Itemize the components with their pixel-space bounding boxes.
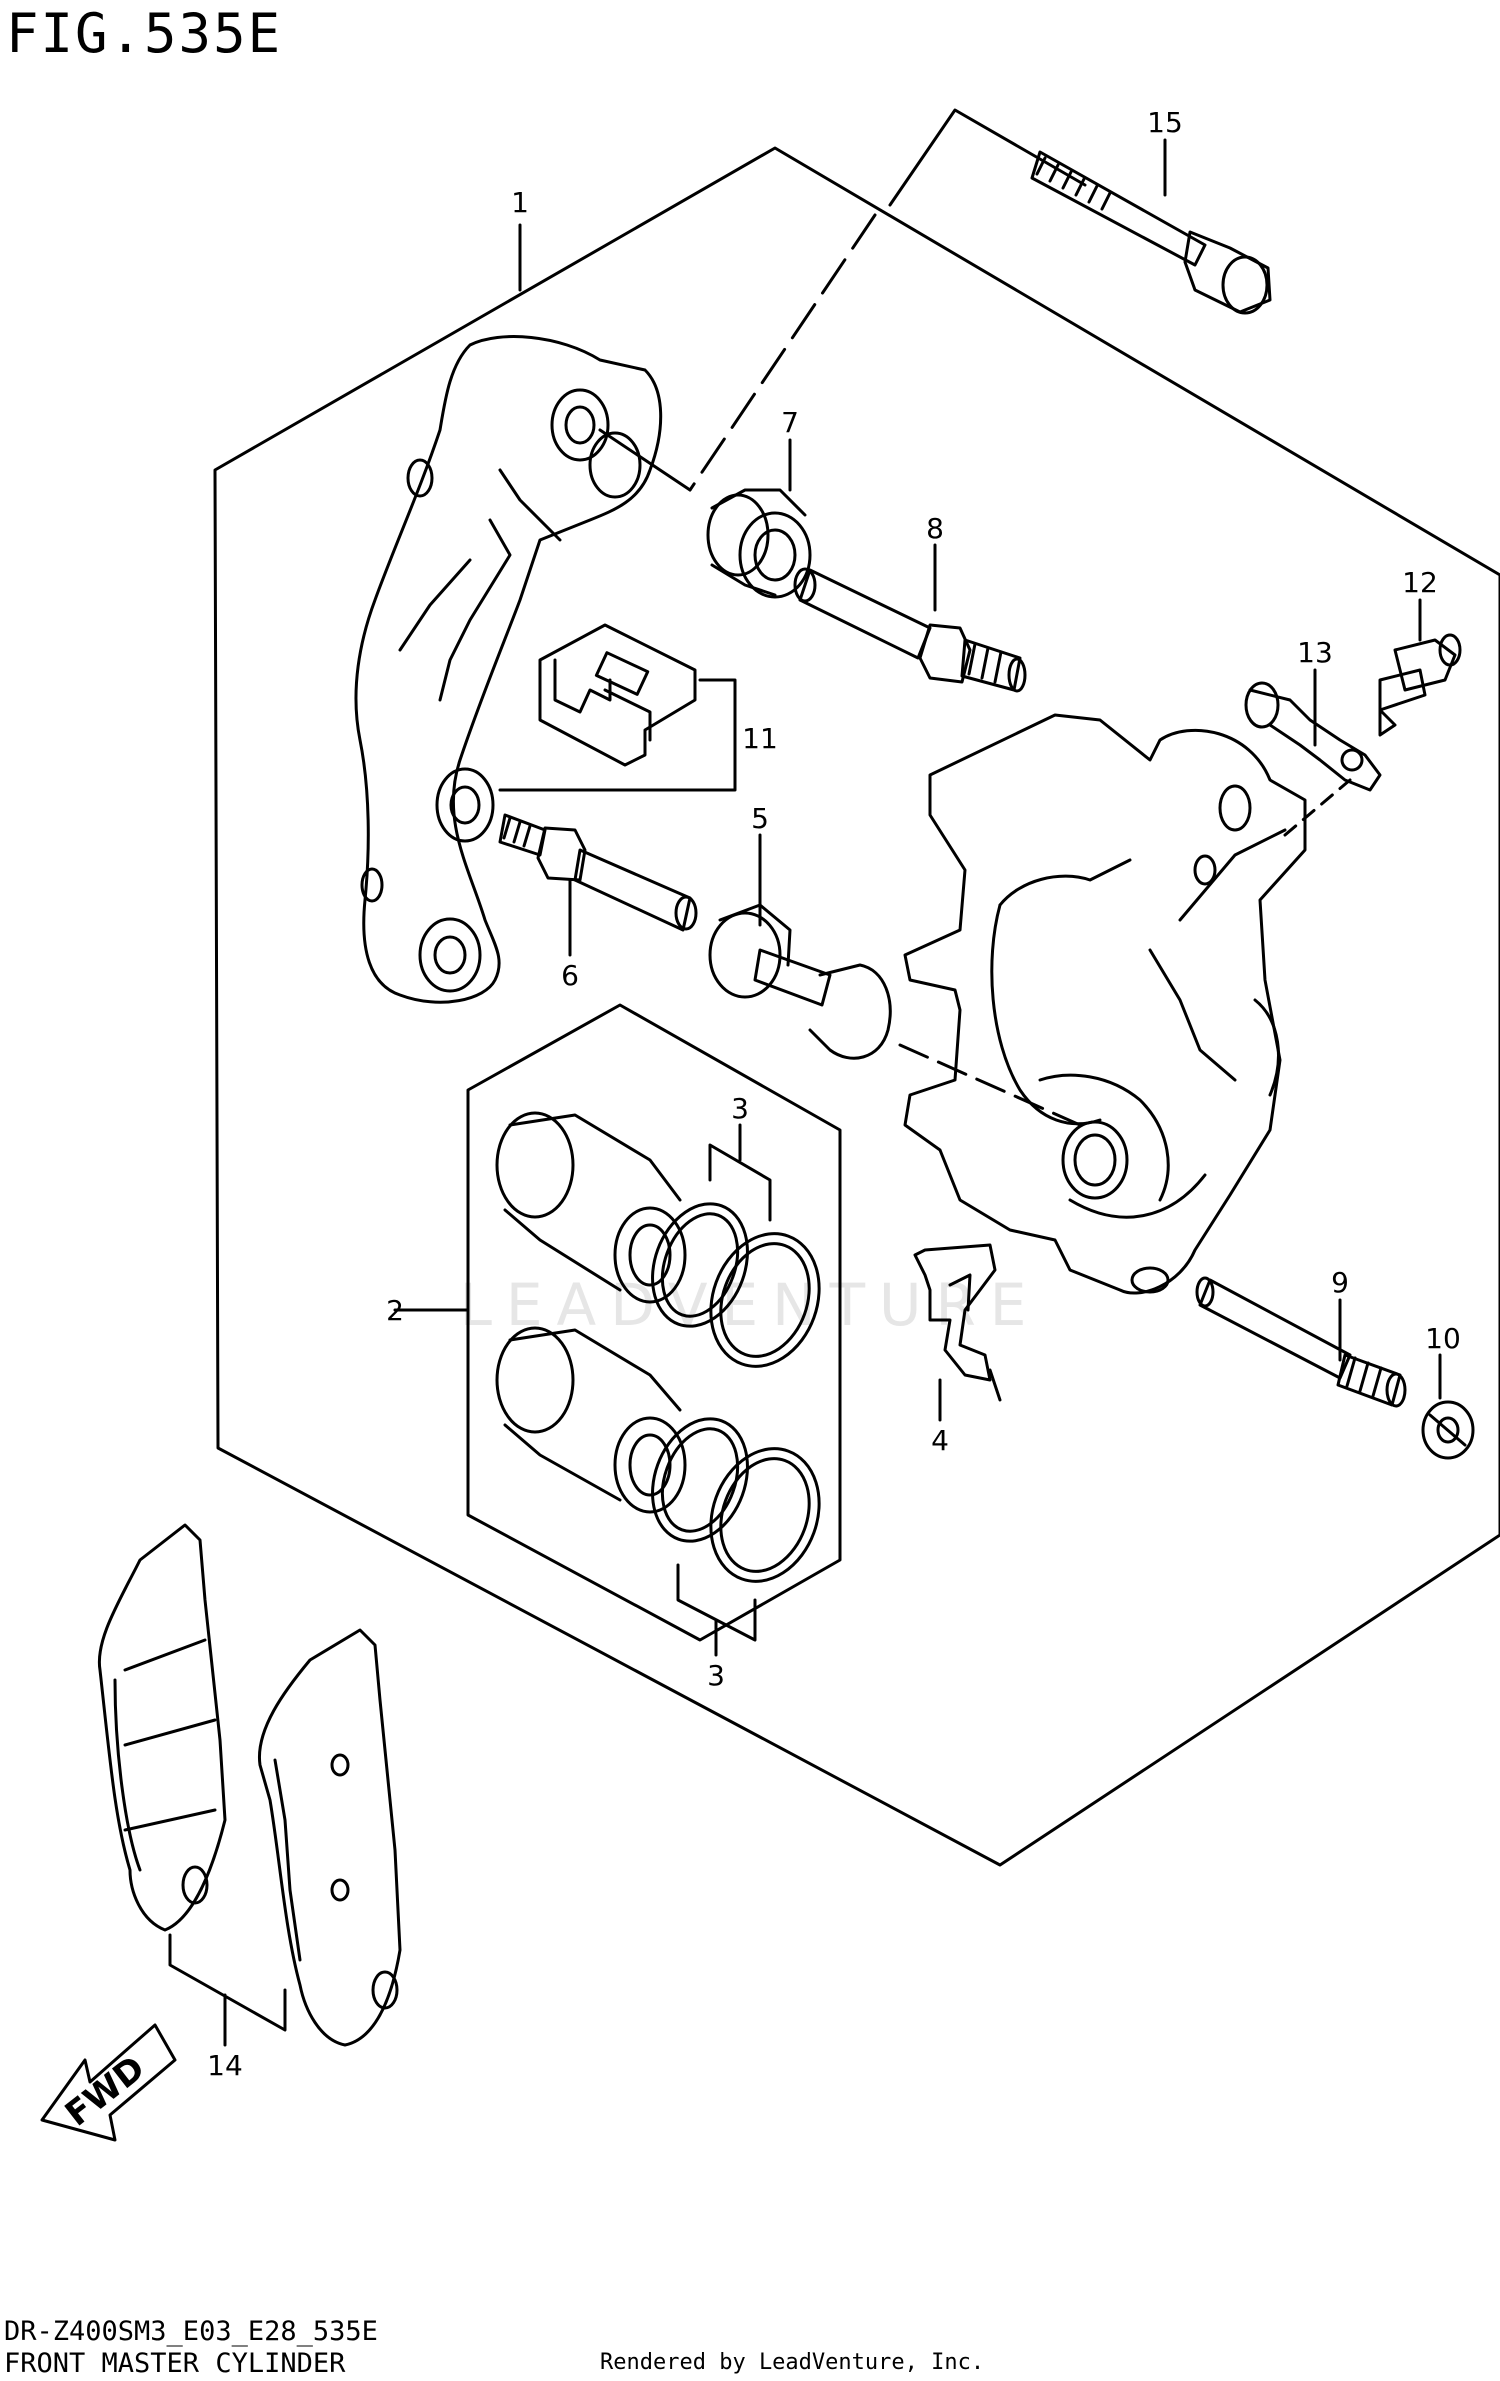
callout-3-upper: 3 bbox=[731, 1092, 749, 1125]
part-15-bolt[interactable] bbox=[1030, 150, 1272, 315]
section-name: FRONT MASTER CYLINDER bbox=[4, 2348, 346, 2379]
callout-6: 6 bbox=[561, 959, 579, 992]
part-1-caliper-bracket[interactable] bbox=[354, 335, 692, 1004]
callout-numbers: 1 2 3 3 4 5 6 7 8 9 10 11 12 13 14 15 bbox=[207, 106, 1461, 2082]
callout-leaders bbox=[393, 138, 1442, 1422]
bleeder-dashed-leader bbox=[1283, 778, 1352, 837]
model-code: DR-Z400SM3_E03_E28_535E bbox=[4, 2316, 378, 2347]
part-8-slide-pin[interactable] bbox=[793, 567, 1027, 693]
part-13-bleeder-cap[interactable] bbox=[1244, 681, 1382, 792]
part-9-pad-pin[interactable] bbox=[1195, 1276, 1407, 1408]
part-10-pin-plug[interactable] bbox=[1421, 1400, 1475, 1460]
fwd-direction-arrow: FWD bbox=[40, 2023, 177, 2142]
callout-15: 15 bbox=[1147, 106, 1183, 139]
callout-1: 1 bbox=[511, 186, 529, 219]
part-12-bleeder-screw[interactable] bbox=[1378, 633, 1462, 737]
part-11-pad-spring-clip[interactable] bbox=[538, 623, 697, 767]
callout-10: 10 bbox=[1425, 1322, 1461, 1355]
part-3-upper-bracket bbox=[708, 1143, 772, 1222]
caliper-dashed-axis bbox=[898, 1043, 1082, 1127]
piston-kit-boundary bbox=[466, 1003, 842, 1642]
callout-3-lower: 3 bbox=[707, 1659, 725, 1692]
part-14-brake-pad-rear[interactable] bbox=[257, 1628, 402, 2047]
figure-title: FIG.535E bbox=[6, 2, 283, 65]
callout-13: 13 bbox=[1297, 636, 1333, 669]
part-4-pad-spring[interactable] bbox=[913, 1243, 1002, 1402]
part-3-seal-set-upper[interactable] bbox=[636, 1190, 837, 1381]
caliper-body[interactable] bbox=[903, 713, 1307, 1295]
part-5-guide-pin[interactable] bbox=[708, 903, 892, 1060]
part-11-leader-bracket bbox=[498, 678, 737, 792]
part-7-dust-boot[interactable] bbox=[706, 488, 812, 599]
part-14-brake-pad-front[interactable] bbox=[97, 1523, 227, 1932]
callout-7: 7 bbox=[781, 406, 799, 439]
callout-5: 5 bbox=[751, 802, 769, 835]
callout-8: 8 bbox=[926, 512, 944, 545]
part-3-seal-set-lower[interactable] bbox=[636, 1405, 837, 1596]
callout-9: 9 bbox=[1331, 1266, 1349, 1299]
render-credit: Rendered by LeadVenture, Inc. bbox=[600, 2350, 985, 2375]
callout-4: 4 bbox=[931, 1424, 949, 1457]
caliper-assembly-boundary bbox=[213, 146, 1500, 1867]
part-14-leader-bracket bbox=[168, 1933, 287, 2032]
part-2-piston-upper[interactable] bbox=[495, 1111, 687, 1304]
part-2-piston-lower[interactable] bbox=[495, 1326, 687, 1514]
callout-2: 2 bbox=[386, 1294, 404, 1327]
callout-12: 12 bbox=[1402, 566, 1438, 599]
part-6-slide-pin[interactable] bbox=[498, 813, 698, 932]
callout-11: 11 bbox=[742, 722, 778, 755]
bolt-guide-bracket bbox=[888, 108, 1087, 207]
bolt-dashed-leader bbox=[688, 213, 877, 492]
callout-14: 14 bbox=[207, 2049, 243, 2082]
